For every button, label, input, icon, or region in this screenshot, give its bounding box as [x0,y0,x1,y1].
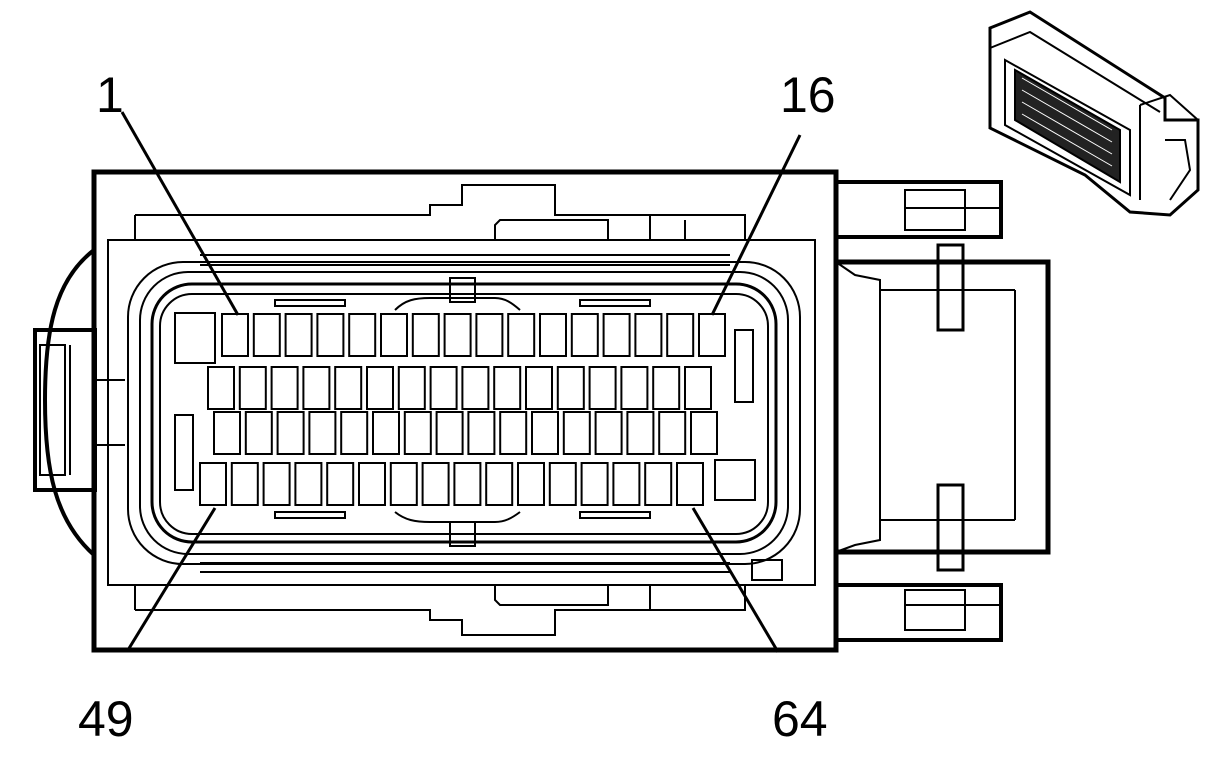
pin-cavity [684,366,712,410]
pin-cavity [594,411,623,455]
left-latch [33,248,125,557]
pin-cavity [588,366,617,410]
leader-lines [120,111,802,653]
pin-cavity [403,411,432,455]
pin-cavity [380,313,408,357]
pin-cavity [207,366,235,410]
pin-cavity [666,313,695,357]
pin-cavity [308,411,337,455]
pin-cavity [461,366,490,410]
pin-cavity [421,462,450,506]
pin-cavity [213,411,241,455]
pin-cavity [548,462,577,506]
pin-label-49: 49 [78,691,134,747]
pin-cavity [316,313,345,357]
pin-cavity [620,366,649,410]
pin-cavity [443,313,472,357]
pin-cavity [467,411,496,455]
pin-cavity [556,366,585,410]
pin-cavity [602,313,631,357]
pin-cavity [262,462,291,506]
pin-cavity [252,313,281,357]
pin-label-64: 64 [772,691,828,747]
pin-cavity [221,313,249,357]
pin-cavity [230,462,259,506]
pin-cavity [690,411,718,455]
connector-thumbnail [988,10,1200,217]
right-lock [833,180,1051,642]
pin-cavity [658,411,687,455]
pin-label-1: 1 [96,67,124,123]
pin-cavity [334,366,363,410]
pin-cavity [358,462,386,506]
pin-cavity [199,462,227,506]
pin-cavity [525,366,553,410]
pin-cavity [453,462,482,506]
pin-cavity [539,313,567,357]
pin-cavity [475,313,504,357]
pin-cavity [284,313,313,357]
pin-cavity [499,411,528,455]
pin-cavity [562,411,591,455]
pin-cavity [644,462,673,506]
pin-cavity [276,411,305,455]
pin-cavity [676,462,704,506]
pin-cavity [507,313,536,357]
pin-cavity [493,366,522,410]
pin-cavity [294,462,323,506]
connector-housing [91,169,839,653]
pin-cavity [348,313,377,357]
pin-cavity [435,411,464,455]
pin-cavity [429,366,458,410]
pin-cavity [517,462,545,506]
pin-cavity [366,366,394,410]
leader-line-64 [691,507,780,653]
pin-label-16: 16 [780,67,836,123]
pin-cavity [652,366,681,410]
pin-cavity [485,462,514,506]
pin-cavity [326,462,355,506]
pin-cavity [531,411,559,455]
pin-cavity [626,411,655,455]
pin-grid [199,313,726,506]
pin-cavity [411,313,440,357]
pin-cavity [340,411,369,455]
pin-cavity [570,313,599,357]
leader-line-49 [126,507,217,651]
pin-cavity [302,366,331,410]
pin-cavity [244,411,273,455]
pin-cavity [634,313,663,357]
leader-line-16 [710,134,802,316]
pin-cavity [580,462,609,506]
leader-line-1 [120,111,240,316]
pin-cavity [612,462,641,506]
pin-cavity [397,366,426,410]
pin-cavity [372,411,400,455]
pin-cavity [389,462,418,506]
pin-cavity [698,313,726,357]
pin-cavity [238,366,267,410]
pin-cavity [270,366,299,410]
